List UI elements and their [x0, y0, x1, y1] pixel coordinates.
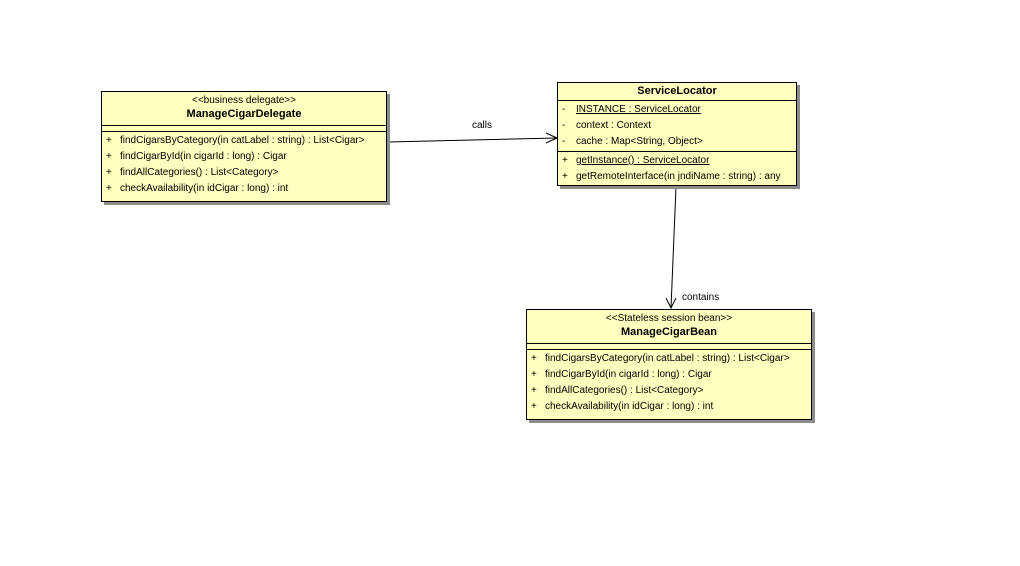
class-name: ServiceLocator [637, 85, 717, 97]
operation-text: findCigarsByCategory(in catLabel : strin… [545, 353, 790, 364]
attribute-text: cache : Map<String, Object> [576, 136, 703, 147]
operation-row: + checkAvailability(in idCigar : long) : … [527, 399, 811, 415]
operation-row: + findAllCategories() : List<Category> [102, 165, 386, 181]
operation-text: findAllCategories() : List<Category> [120, 167, 279, 178]
class-header: ServiceLocator [558, 83, 796, 100]
calls-line [387, 137, 557, 143]
operations-compartment: + findCigarsByCategory(in catLabel : stri… [527, 349, 811, 416]
class-service-locator[interactable]: ServiceLocator -INSTANCE : ServiceLocato… [557, 82, 797, 186]
operation-text: checkAvailability(in idCigar : long) : i… [545, 401, 714, 412]
operation-text: findCigarById(in cigarId : long) : Cigar [120, 151, 287, 162]
class-name: ManageCigarBean [621, 326, 717, 338]
operation-row: + findCigarsByCategory(in catLabel : stri… [527, 351, 811, 367]
operations-compartment: + getInstance() : ServiceLocator + getRemo… [558, 151, 796, 186]
attribute-row: -context : Context [558, 118, 796, 134]
visibility-marker: + [562, 171, 568, 182]
visibility-marker: - [562, 104, 566, 115]
attributes-compartment [527, 343, 811, 349]
visibility-marker: + [531, 401, 537, 412]
visibility-marker: + [562, 155, 568, 166]
operation-text: getRemoteInterface(in jndiName : string)… [576, 171, 781, 182]
operation-row: + checkAvailability(in idCigar : long) : … [102, 181, 386, 197]
operation-row: + getInstance() : ServiceLocator [558, 153, 796, 169]
attributes-compartment [102, 125, 386, 131]
operation-row: + findAllCategories() : List<Category> [527, 383, 811, 399]
class-name: ManageCigarDelegate [186, 108, 302, 120]
operation-row: + findCigarById(in cigarId : long) : Ciga… [527, 367, 811, 383]
visibility-marker: + [531, 369, 537, 380]
operation-text: findAllCategories() : List<Category> [545, 385, 704, 396]
visibility-marker: - [562, 136, 566, 147]
operation-row: + findCigarById(in cigarId : long) : Ciga… [102, 149, 386, 165]
operation-text: findCigarById(in cigarId : long) : Cigar [545, 369, 712, 380]
operation-text: getInstance() : ServiceLocator [576, 155, 710, 166]
class-header: <<Stateless session bean>> ManageCigarBe… [527, 310, 811, 343]
attribute-row: -INSTANCE : ServiceLocator [558, 102, 796, 118]
attributes-compartment: -INSTANCE : ServiceLocator -context : Co… [558, 100, 796, 151]
stereotype-label: <<Stateless session bean>> [605, 313, 733, 324]
attribute-text: context : Context [576, 120, 652, 131]
class-manage-cigar-bean[interactable]: <<Stateless session bean>> ManageCigarBe… [526, 309, 812, 420]
visibility-marker: + [106, 167, 112, 178]
visibility-marker: + [106, 135, 112, 146]
attribute-text: INSTANCE : ServiceLocator [576, 104, 701, 115]
operation-row: + findCigarsByCategory(in catLabel : stri… [102, 133, 386, 149]
operation-text: checkAvailability(in idCigar : long) : i… [120, 183, 289, 194]
attribute-row: -cache : Map<String, Object> [558, 134, 796, 150]
visibility-marker: + [106, 151, 112, 162]
operations-compartment: + findCigarsByCategory(in catLabel : stri… [102, 131, 386, 198]
stereotype-label: <<business delegate>> [192, 95, 296, 106]
class-manage-cigar-delegate[interactable]: <<business delegate>> ManageCigarDelegat… [101, 91, 387, 202]
visibility-marker: + [531, 353, 537, 364]
visibility-marker: - [562, 120, 566, 131]
class-header: <<business delegate>> ManageCigarDelegat… [102, 92, 386, 125]
calls-label: calls [472, 120, 493, 131]
operation-text: findCigarsByCategory(in catLabel : strin… [120, 135, 365, 146]
visibility-marker: + [106, 183, 112, 194]
contains-arrowhead [665, 297, 677, 310]
contains-line [670, 186, 677, 309]
operation-row: + getRemoteInterface(in jndiName : string… [558, 169, 796, 185]
visibility-marker: + [531, 385, 537, 396]
contains-label: contains [682, 292, 720, 303]
